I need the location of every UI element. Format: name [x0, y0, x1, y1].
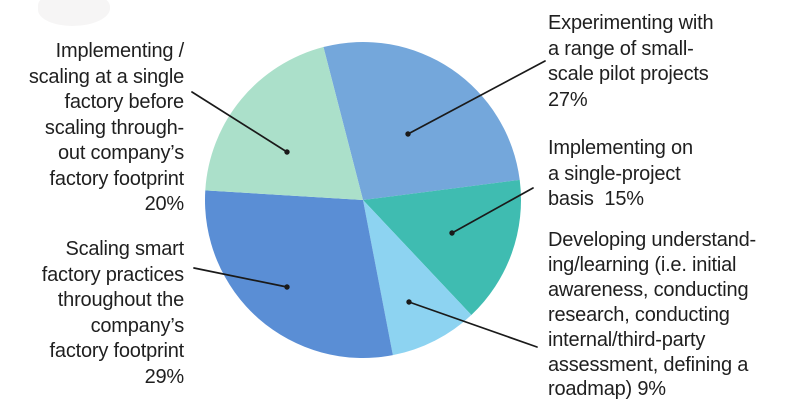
callout-line-developing-understanding [408, 301, 538, 348]
callout-line-experimenting-pilot-projects [407, 60, 546, 135]
label-scaling-throughout-footprint-29pct: Scaling smart factory practices througho… [41, 238, 184, 388]
label-experimenting-pilot-projects-27pct: Experimenting with a range of small- sca… [548, 12, 714, 111]
label-developing-understanding-9pct: Developing understand- ing/learning (i.e… [548, 229, 756, 401]
pie-slice-scaling-throughout-footprint [204, 190, 393, 359]
callout-dot-developing-understanding [406, 299, 412, 305]
pie-slice-developing-understanding [363, 200, 472, 356]
pie-slices [204, 41, 522, 359]
pie-slice-implementing-single-project [363, 179, 522, 315]
label-implementing-scaling-single-factory-20pct: Implementing / scaling at a single facto… [28, 40, 184, 215]
callout-dot-scaling-throughout-footprint [284, 284, 290, 290]
callout-dot-implementing-scaling-single-factory [284, 149, 290, 155]
pie-slice-implementing-scaling-single-factory [205, 47, 363, 200]
pie-slice-experimenting-pilot-projects [323, 41, 520, 200]
callout-dot-experimenting-pilot-projects [405, 131, 411, 137]
callout-line-scaling-throughout-footprint [193, 267, 288, 288]
callout-lines [191, 60, 546, 348]
callout-line-implementing-scaling-single-factory [191, 91, 288, 153]
callout-line-implementing-single-project [451, 187, 534, 234]
label-implementing-single-project-15pct: Implementing on a single-project basis 1… [548, 137, 693, 210]
callout-dot-implementing-single-project [449, 230, 455, 236]
